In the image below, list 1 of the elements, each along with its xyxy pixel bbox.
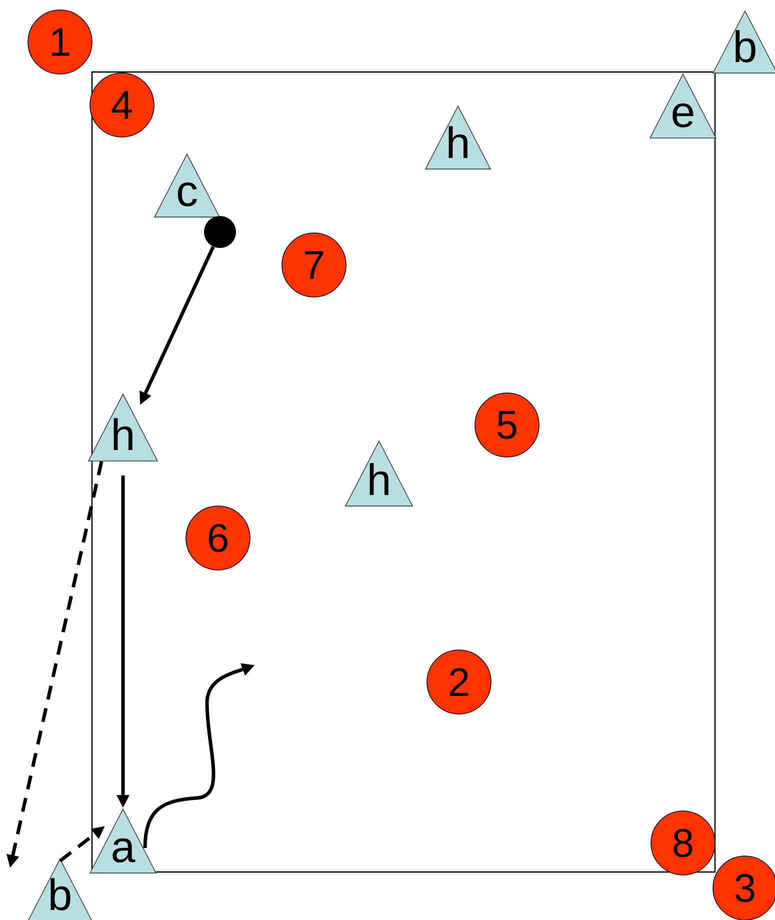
ball	[204, 216, 236, 248]
